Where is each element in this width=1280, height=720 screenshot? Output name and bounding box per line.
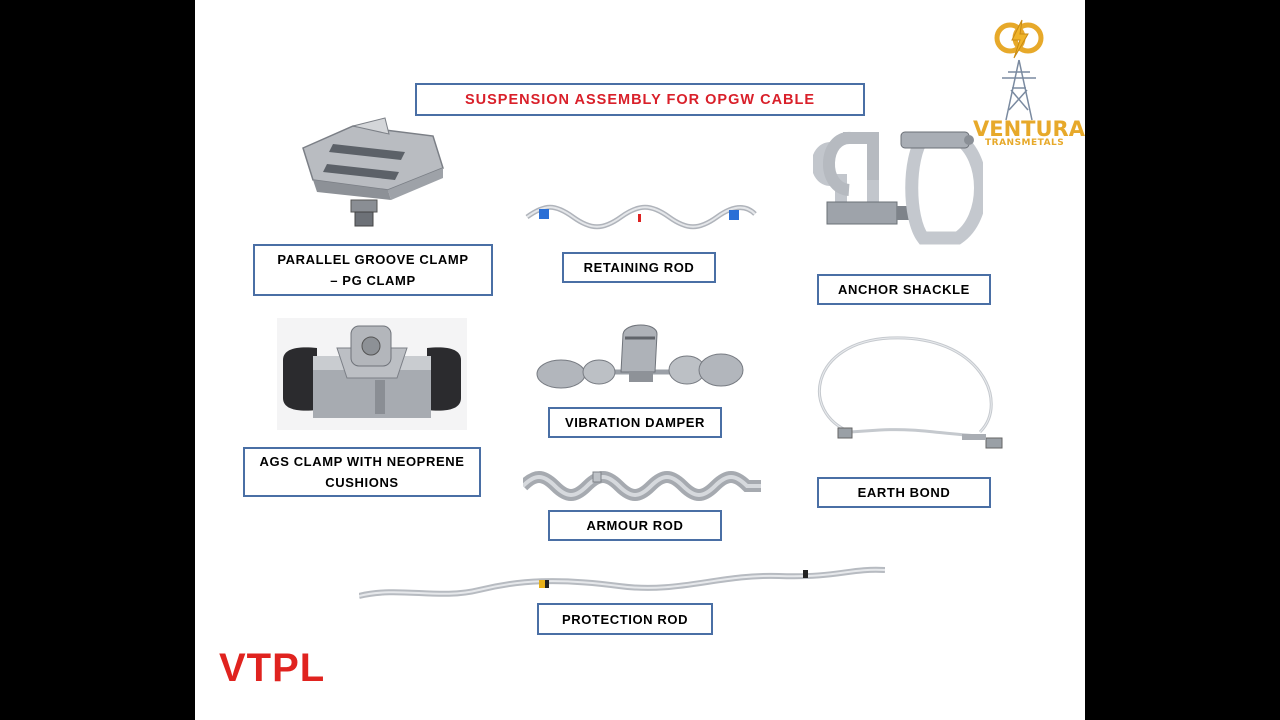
armour-rod-image bbox=[523, 471, 761, 501]
label-ags-clamp: AGS CLAMP WITH NEOPRENE CUSHIONS bbox=[243, 447, 481, 497]
pg-clamp-image bbox=[302, 117, 444, 227]
label-retaining-rod: RETAINING ROD bbox=[562, 252, 716, 283]
logo-name: VENTURA bbox=[973, 117, 1085, 141]
retaining-rod-image bbox=[525, 204, 757, 230]
label-earth-bond: EARTH BOND bbox=[817, 477, 991, 508]
brand-vtpl: VTPL bbox=[219, 646, 326, 690]
vibration-damper-image bbox=[536, 324, 744, 389]
label-armour-rod: ARMOUR ROD bbox=[548, 510, 722, 541]
label-anchor-shackle: ANCHOR SHACKLE bbox=[817, 274, 991, 305]
slide: SUSPENSION ASSEMBLY FOR OPGW CABLE VENTU… bbox=[195, 0, 1085, 720]
ags-clamp-image bbox=[277, 318, 467, 430]
anchor-shackle-image bbox=[813, 131, 983, 245]
label-protection-rod: PROTECTION ROD bbox=[537, 603, 713, 635]
ventura-logo-icon bbox=[994, 19, 1044, 121]
logo-subtitle: TRANSMETALS bbox=[985, 138, 1065, 148]
label-vibration-damper: VIBRATION DAMPER bbox=[548, 407, 722, 438]
label-pg-clamp-line1: PARALLEL GROOVE CLAMP bbox=[277, 252, 469, 267]
label-pg-clamp: PARALLEL GROOVE CLAMP – PG CLAMP bbox=[253, 244, 493, 296]
slide-title: SUSPENSION ASSEMBLY FOR OPGW CABLE bbox=[415, 83, 865, 116]
label-pg-clamp-line2: – PG CLAMP bbox=[330, 273, 416, 288]
earth-bond-image bbox=[817, 336, 1003, 449]
label-ags-clamp-line2: CUSHIONS bbox=[325, 475, 399, 490]
label-ags-clamp-line1: AGS CLAMP WITH NEOPRENE bbox=[259, 454, 465, 469]
protection-rod-image bbox=[359, 566, 885, 599]
